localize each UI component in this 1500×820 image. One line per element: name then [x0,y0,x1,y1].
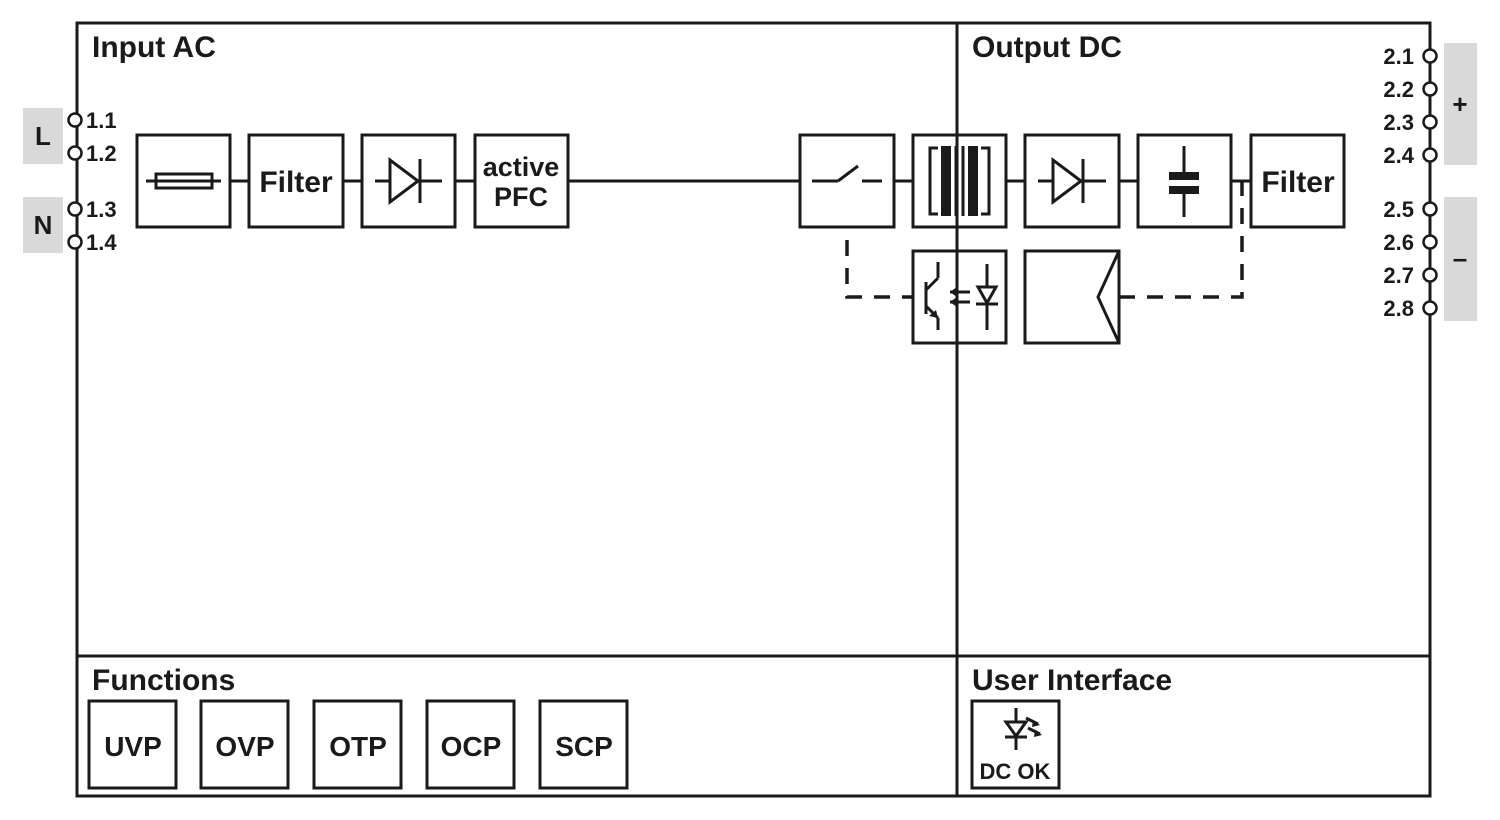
block-rectifier [360,133,457,229]
block-pfc-label-line1: active [483,152,560,182]
pin-label-2-2: 2.2 [1383,77,1414,102]
pin-circle-1-1 [67,112,83,128]
ui-box-dc-ok [970,699,1061,790]
function-box-ocp [425,699,516,790]
feedback-dashed-left [845,240,913,299]
section-title-output: Output DC [972,31,1122,64]
block-capacitor [1136,133,1233,229]
function-label-uvp: UVP [104,731,162,762]
terminal-tab-L [23,108,63,164]
capacitor-icon [1169,146,1199,217]
outer-frame [75,21,1432,798]
terminal-tab-plus [1444,43,1477,165]
pin-circle-1-3 [67,201,83,217]
pin-label-2-7: 2.7 [1383,263,1414,288]
section-title-functions: Functions [92,664,235,697]
function-label-otp: OTP [329,731,387,762]
section-title-input: Input AC [92,31,216,64]
pin-label-2-6: 2.6 [1383,230,1414,255]
fuse-icon [146,172,221,190]
pin-circle-2-7 [1422,267,1438,283]
block-fuse [135,133,232,229]
pin-circle-2-4 [1422,147,1438,163]
pin-label-1-1: 1.1 [86,108,117,133]
terminal-tab-minus [1444,197,1477,321]
transformer-icon [928,146,991,216]
function-box-scp [538,699,629,790]
function-box-ovp [199,699,290,790]
terminal-label-L: L [35,121,51,151]
pin-circle-2-1 [1422,48,1438,64]
pin-circle-2-5 [1422,201,1438,217]
block-input-filter-label: Filter [259,166,333,199]
function-box-otp [312,699,403,790]
block-switch [798,133,896,229]
pin-circle-1-4 [67,234,83,250]
function-label-scp: SCP [555,731,613,762]
diode-icon [375,157,442,205]
terminal-tab-N [23,197,63,253]
block-controller [1023,249,1121,345]
led-icon [1003,708,1042,750]
pin-circle-2-6 [1422,234,1438,250]
terminal-label-minus: – [1453,243,1467,273]
pin-label-2-8: 2.8 [1383,296,1414,321]
pin-label-2-4: 2.4 [1383,143,1414,168]
block-output-filter [1249,133,1346,229]
section-title-user-interface: User Interface [972,664,1172,697]
block-output-filter-label: Filter [1261,166,1335,199]
ui-label-dc-ok: DC OK [980,759,1051,784]
function-label-ocp: OCP [441,731,502,762]
terminal-label-N: N [34,210,53,240]
block-input-filter [247,133,345,229]
pin-label-1-3: 1.3 [86,197,117,222]
pin-circle-1-2 [67,145,83,161]
optocoupler-icon [924,262,999,330]
function-box-uvp [87,699,178,790]
block-pfc-label-line2: PFC [494,182,548,212]
diode-icon [1038,157,1106,205]
pin-label-2-5: 2.5 [1383,197,1414,222]
switch-icon [812,164,882,183]
block-transformer [911,133,1008,229]
pin-circle-2-3 [1422,114,1438,130]
pin-circle-2-8 [1422,300,1438,316]
block-output-rectifier [1023,133,1121,229]
pin-label-1-4: 1.4 [86,230,117,255]
feedback-dashed-right [1119,181,1244,299]
pin-label-1-2: 1.2 [86,141,117,166]
pin-circle-2-2 [1422,81,1438,97]
pin-label-2-3: 2.3 [1383,110,1414,135]
function-label-ovp: OVP [215,731,274,762]
block-active-pfc [473,133,570,229]
controller-icon [1096,250,1121,344]
terminal-label-plus: + [1452,89,1467,119]
pin-label-2-1: 2.1 [1383,44,1414,69]
